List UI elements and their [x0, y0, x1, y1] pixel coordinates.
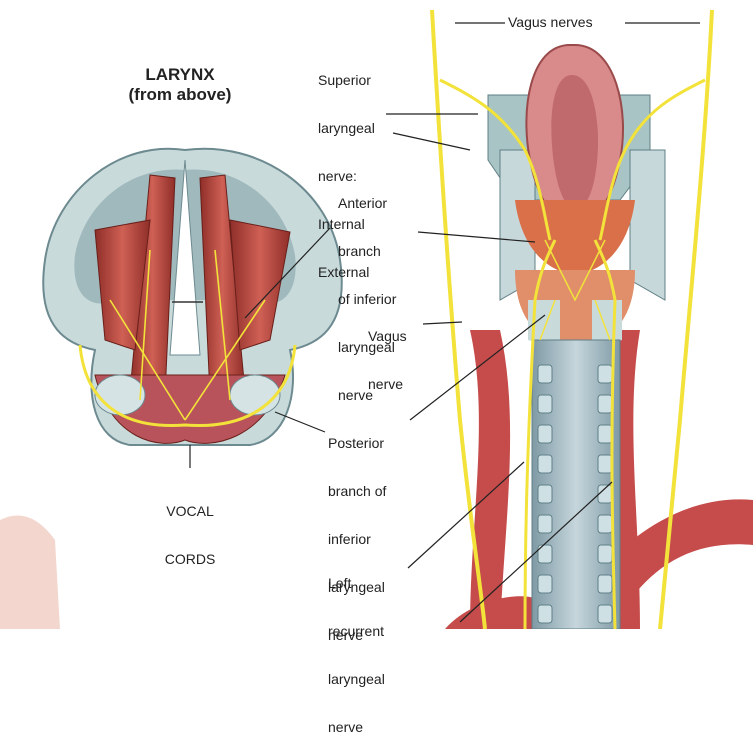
anterior-line-1: Anterior — [338, 195, 396, 211]
larynx-title: LARYNX (from above) — [100, 65, 260, 105]
leader-external — [393, 133, 470, 150]
title-line-2: (from above) — [100, 85, 260, 105]
recurrent-line-1: Left — [328, 575, 385, 591]
vagus-line-2: nerve — [368, 376, 407, 392]
vagus-nerve-label: Vagus nerve — [368, 296, 407, 408]
vagus-line-1: Vagus — [368, 328, 407, 344]
recurrent-line-3: laryngeal — [328, 671, 385, 687]
recurrent-line-4: nerve — [328, 719, 385, 735]
vagus-nerves-label: Vagus nerves — [508, 14, 593, 30]
background-tissue — [0, 516, 60, 630]
posterior-larynx-illustration — [432, 10, 753, 629]
title-line-1: LARYNX — [100, 65, 260, 85]
left-recurrent-label: Left recurrent laryngeal nerve — [328, 543, 385, 751]
vocal-cords-line-2: CORDS — [158, 551, 222, 567]
leader-vagus-nerve — [423, 322, 462, 324]
recurrent-line-2: recurrent — [328, 623, 385, 639]
vocal-cords-label: VOCAL CORDS — [158, 471, 222, 583]
right-lamina — [630, 150, 665, 300]
anterior-line-2: branch — [338, 243, 396, 259]
posterior-line-1: Posterior — [328, 435, 386, 451]
vocal-cords-line-1: VOCAL — [158, 503, 222, 519]
larynx-top-view-illustration — [43, 149, 342, 445]
right-arytenoid — [230, 375, 280, 415]
posterior-line-2: branch of — [328, 483, 386, 499]
superior-line-1: Superior — [318, 72, 375, 88]
superior-line-2: laryngeal — [318, 120, 375, 136]
left-arytenoid — [95, 375, 145, 415]
